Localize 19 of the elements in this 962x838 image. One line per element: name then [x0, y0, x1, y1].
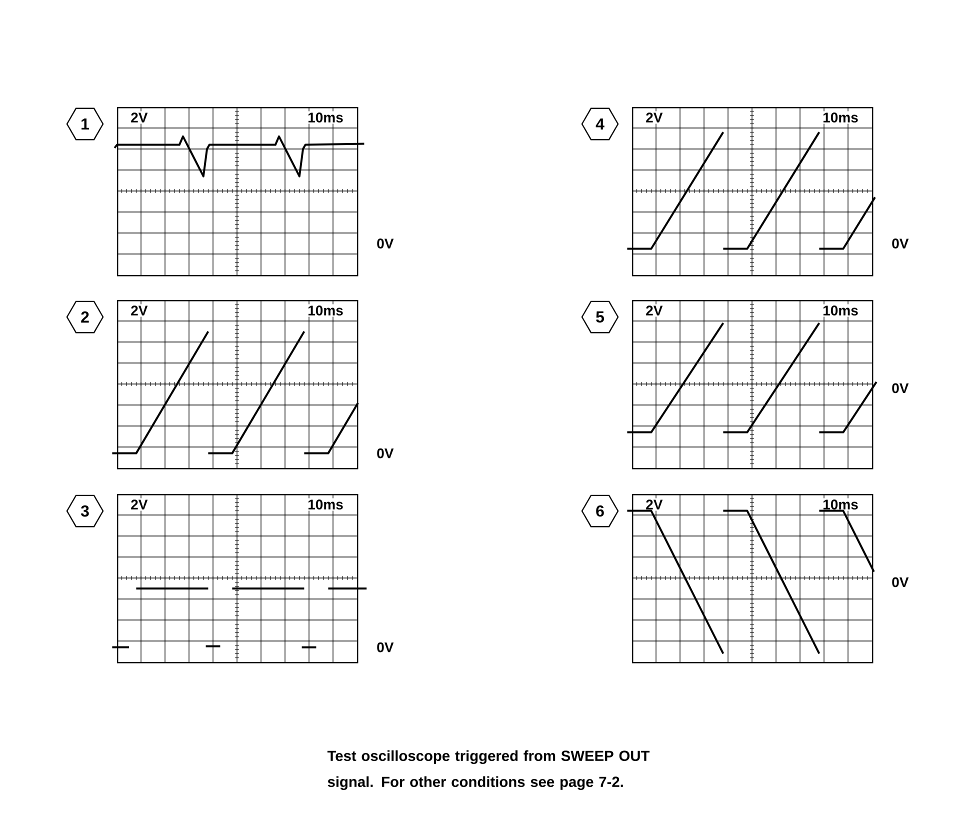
voltage-label: 0V — [892, 383, 909, 394]
voltage-label: 0V — [377, 642, 394, 652]
hexagon-number: 3 — [66, 494, 104, 528]
oscilloscope-screen: 2V 10ms — [632, 300, 874, 470]
voltage-label: 0V — [892, 577, 909, 588]
voltage-label: 0V — [377, 448, 394, 458]
oscilloscope-screen: 2V 10ms — [116, 300, 358, 470]
hexagon-number: 4 — [581, 108, 619, 140]
hexagon-number: 6 — [581, 494, 619, 528]
hexagon-number: 5 — [581, 300, 619, 334]
voltage-label: 0V — [377, 238, 394, 248]
oscilloscope-screen: 2V 10ms — [632, 106, 874, 276]
caption: Test oscilloscope triggered from SWEEP OUT signal. For other conditions see page 7-2. — [327, 750, 650, 790]
oscilloscope-screen: 2V 10ms — [116, 494, 358, 664]
hexagon-number: 2 — [66, 300, 104, 334]
oscilloscope-screen: 2V 10ms — [116, 106, 358, 276]
voltage-label: 0V — [892, 238, 909, 248]
oscilloscope-screen: 2V 10ms — [632, 494, 874, 664]
hexagon-number: 1 — [66, 108, 104, 140]
